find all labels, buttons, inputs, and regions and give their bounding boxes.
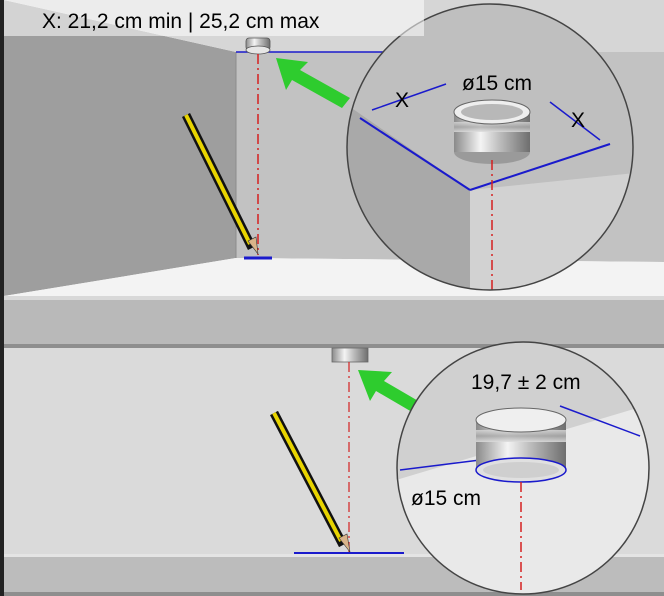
- duct-collar-icon: [245, 37, 271, 55]
- arrow-icon: [358, 370, 420, 412]
- top-label-background: [4, 0, 424, 36]
- pencil-icon: [181, 112, 259, 256]
- bottom-panel: [4, 341, 664, 596]
- x-dimension-right-label: X: [571, 109, 586, 132]
- section-divider: [4, 296, 664, 348]
- top-diameter-label: ø15 cm: [462, 72, 533, 95]
- duct-collar-icon: [475, 407, 567, 483]
- bottom-diameter-label: ø15 cm: [411, 487, 482, 510]
- arrow-icon: [276, 58, 350, 108]
- distance-label: 19,7 ± 2 cm: [471, 371, 581, 394]
- top-detail-circle: [346, 3, 634, 291]
- measurement-range-label: X: 21,2 cm min | 25,2 cm max: [42, 10, 320, 33]
- bottom-detail-circle: [396, 341, 650, 595]
- pencil-icon: [270, 410, 351, 553]
- duct-collar-icon: [331, 347, 369, 363]
- x-dimension-left-label: X: [395, 89, 410, 112]
- duct-collar-icon: [453, 99, 531, 164]
